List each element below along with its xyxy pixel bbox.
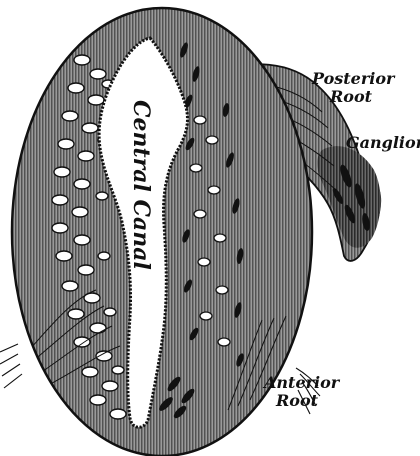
anterior-root-label-line2: Root	[275, 391, 319, 410]
posterior-root-label-line2: Root	[329, 87, 373, 106]
ganglion-label: Ganglion	[346, 133, 420, 152]
anterior-root-label-line1: Anterior	[262, 373, 341, 392]
posterior-root-label-line1: Posterior	[311, 69, 396, 88]
anterior-root-left	[0, 344, 22, 388]
central-canal-label: Central Canal	[128, 100, 154, 270]
